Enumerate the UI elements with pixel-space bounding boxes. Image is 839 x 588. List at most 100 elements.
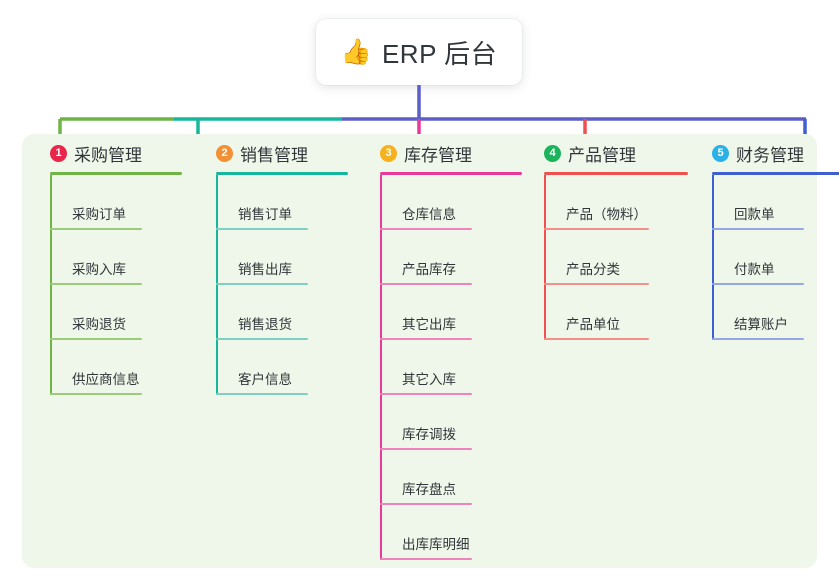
branch-item-underline bbox=[50, 393, 142, 395]
branch-item[interactable]: 销售出库 bbox=[216, 230, 362, 285]
branches-panel bbox=[22, 134, 817, 568]
branch-item[interactable]: 其它出库 bbox=[380, 285, 536, 340]
branch-item-underline bbox=[380, 448, 472, 450]
branch-item-label: 产品分类 bbox=[566, 262, 620, 277]
branch-item-label: 产品库存 bbox=[402, 262, 456, 277]
branch-column-5: 5 财务管理回款单付款单结算账户 bbox=[698, 134, 839, 340]
branch-item-underline bbox=[380, 338, 472, 340]
branch-item-underline bbox=[216, 228, 308, 230]
branch-item[interactable]: 供应商信息 bbox=[50, 340, 196, 395]
branch-header-3[interactable]: 3 库存管理 bbox=[366, 134, 536, 172]
branch-item[interactable]: 销售退货 bbox=[216, 285, 362, 340]
branch-item-underline bbox=[380, 558, 472, 560]
branch-item-label: 销售订单 bbox=[238, 207, 292, 222]
branch-item-list: 仓库信息产品库存其它出库其它入库库存调拨库存盘点出库库明细 bbox=[380, 175, 536, 560]
branch-item-underline bbox=[50, 283, 142, 285]
branch-number-badge: 4 bbox=[544, 144, 561, 162]
branch-header-2[interactable]: 2 销售管理 bbox=[202, 134, 362, 172]
branch-item[interactable]: 出库库明细 bbox=[380, 505, 536, 560]
branch-item-label: 出库库明细 bbox=[402, 537, 470, 552]
branch-item[interactable]: 付款单 bbox=[712, 230, 839, 285]
branch-item-underline bbox=[380, 503, 472, 505]
branch-title: 销售管理 bbox=[240, 145, 308, 165]
branch-item-underline bbox=[544, 283, 649, 285]
branch-header-1[interactable]: 1 采购管理 bbox=[36, 134, 196, 172]
branch-column-3: 3 库存管理仓库信息产品库存其它出库其它入库库存调拨库存盘点出库库明细 bbox=[366, 134, 536, 560]
branch-item[interactable]: 结算账户 bbox=[712, 285, 839, 340]
branch-item-label: 仓库信息 bbox=[402, 207, 456, 222]
branch-item-underline bbox=[712, 283, 804, 285]
branch-item-label: 回款单 bbox=[734, 207, 775, 222]
branch-item-label: 产品单位 bbox=[566, 317, 620, 332]
branch-item-label: 供应商信息 bbox=[72, 372, 140, 387]
branch-title: 财务管理 bbox=[736, 145, 804, 165]
branch-underline bbox=[50, 172, 182, 175]
branch-item-underline bbox=[380, 393, 472, 395]
branch-item-label: 其它出库 bbox=[402, 317, 456, 332]
branch-item-list: 回款单付款单结算账户 bbox=[712, 175, 839, 340]
branch-spine bbox=[50, 175, 52, 395]
branch-item[interactable]: 客户信息 bbox=[216, 340, 362, 395]
branch-item[interactable]: 其它入库 bbox=[380, 340, 536, 395]
branch-spine bbox=[712, 175, 714, 340]
branch-underline bbox=[380, 172, 522, 175]
branch-underline bbox=[216, 172, 348, 175]
branch-item-label: 销售出库 bbox=[238, 262, 292, 277]
branch-item-underline bbox=[50, 338, 142, 340]
branch-spine bbox=[216, 175, 218, 395]
branch-underline bbox=[712, 172, 839, 175]
branch-item-underline bbox=[712, 338, 804, 340]
branch-item[interactable]: 产品（物料） bbox=[544, 175, 702, 230]
branch-item-label: 采购入库 bbox=[72, 262, 126, 277]
branch-item-label: 采购退货 bbox=[72, 317, 126, 332]
branch-column-1: 1 采购管理采购订单采购入库采购退货供应商信息 bbox=[36, 134, 196, 395]
branch-item-list: 采购订单采购入库采购退货供应商信息 bbox=[50, 175, 196, 395]
branch-number-badge: 5 bbox=[712, 144, 729, 162]
branch-item-list: 销售订单销售出库销售退货客户信息 bbox=[216, 175, 362, 395]
branch-item-label: 产品（物料） bbox=[566, 207, 647, 222]
branch-item-underline bbox=[380, 283, 472, 285]
branch-item[interactable]: 采购入库 bbox=[50, 230, 196, 285]
branch-item-label: 库存盘点 bbox=[402, 482, 456, 497]
branch-column-2: 2 销售管理销售订单销售出库销售退货客户信息 bbox=[202, 134, 362, 395]
branch-item[interactable]: 产品分类 bbox=[544, 230, 702, 285]
branch-item-underline bbox=[216, 338, 308, 340]
branch-item[interactable]: 库存调拨 bbox=[380, 395, 536, 450]
branch-item-underline bbox=[544, 228, 649, 230]
branch-header-5[interactable]: 5 财务管理 bbox=[698, 134, 839, 172]
branch-item[interactable]: 产品单位 bbox=[544, 285, 702, 340]
branch-item[interactable]: 库存盘点 bbox=[380, 450, 536, 505]
branch-columns: 1 采购管理采购订单采购入库采购退货供应商信息 2 销售管理销售订单销售出库销售退货客… bbox=[22, 134, 839, 568]
branch-item-label: 客户信息 bbox=[238, 372, 292, 387]
branch-item-underline bbox=[380, 228, 472, 230]
branch-item[interactable]: 仓库信息 bbox=[380, 175, 536, 230]
branch-item-underline bbox=[544, 338, 649, 340]
branch-item-label: 销售退货 bbox=[238, 317, 292, 332]
branch-spine bbox=[544, 175, 546, 340]
branch-item[interactable]: 回款单 bbox=[712, 175, 839, 230]
thumbs-up-icon: 👍 bbox=[340, 37, 372, 66]
branch-item-label: 付款单 bbox=[734, 262, 775, 277]
branch-number-badge: 1 bbox=[50, 144, 67, 162]
branch-spine bbox=[380, 175, 382, 560]
branch-title: 采购管理 bbox=[74, 145, 142, 165]
root-node-card[interactable]: 👍 ERP 后台 bbox=[316, 19, 522, 85]
branch-number-badge: 2 bbox=[216, 144, 233, 162]
branch-item[interactable]: 销售订单 bbox=[216, 175, 362, 230]
branch-underline bbox=[544, 172, 688, 175]
branch-item-underline bbox=[712, 228, 804, 230]
branch-item[interactable]: 采购订单 bbox=[50, 175, 196, 230]
branch-item-label: 结算账户 bbox=[734, 317, 788, 332]
branch-title: 库存管理 bbox=[404, 145, 472, 165]
branch-item-label: 库存调拨 bbox=[402, 427, 456, 442]
branch-number-badge: 3 bbox=[380, 144, 397, 162]
branch-item-list: 产品（物料） 产品分类产品单位 bbox=[544, 175, 702, 340]
branch-item-underline bbox=[216, 283, 308, 285]
branch-item[interactable]: 采购退货 bbox=[50, 285, 196, 340]
branch-item-label: 其它入库 bbox=[402, 372, 456, 387]
branch-item-underline bbox=[216, 393, 308, 395]
branch-item[interactable]: 产品库存 bbox=[380, 230, 536, 285]
